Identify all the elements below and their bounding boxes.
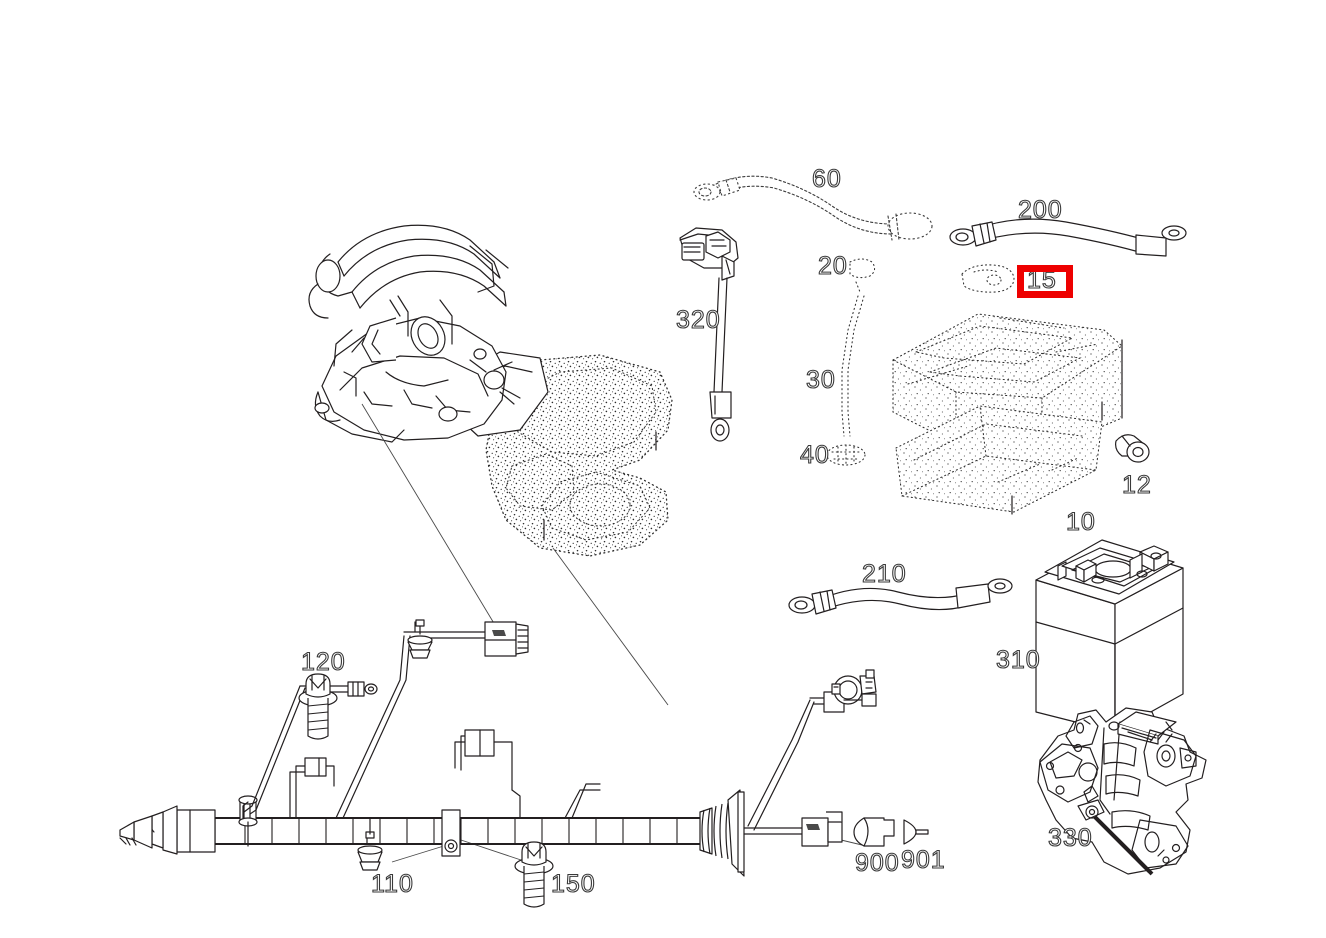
battery-tray-10 [892,313,1123,515]
callout-120: 120 [300,648,346,676]
part-15-cover [961,264,1015,293]
tie-down-rod-assembly [826,258,876,466]
battery-310 [1035,539,1184,733]
cable-60 [693,175,933,241]
part-12-plug [1115,434,1150,463]
cable-200 [949,218,1187,257]
callout-10: 10 [1065,508,1096,536]
callout-901: 901 [900,846,946,874]
bracket-330 [1037,707,1207,876]
callout-210: 210 [861,560,907,588]
callout-900: 900 [854,849,900,877]
callout-20: 20 [817,252,848,280]
bolt-150 [514,841,554,908]
callout-310: 310 [995,646,1041,674]
throttle-body [361,299,446,363]
callout-330: 330 [1047,824,1093,852]
cable-210 [788,578,1013,615]
callout-150: 150 [550,870,596,898]
wiring-harness-110 [119,619,877,877]
intake-manifold [308,224,507,319]
callout-30: 30 [805,366,836,394]
callout-320: 320 [675,306,721,334]
callout-60: 60 [811,165,842,193]
connector-900-901 [853,817,929,847]
engine-transmission-assembly [308,224,673,557]
callout-110: 110 [370,870,414,898]
callout-12: 12 [1121,471,1152,499]
ground-lead-320 [679,227,739,442]
bolt-120 [298,673,338,740]
callout-200: 200 [1017,196,1063,224]
selected-part-highlight[interactable] [1017,265,1073,298]
callout-40: 40 [799,441,830,469]
